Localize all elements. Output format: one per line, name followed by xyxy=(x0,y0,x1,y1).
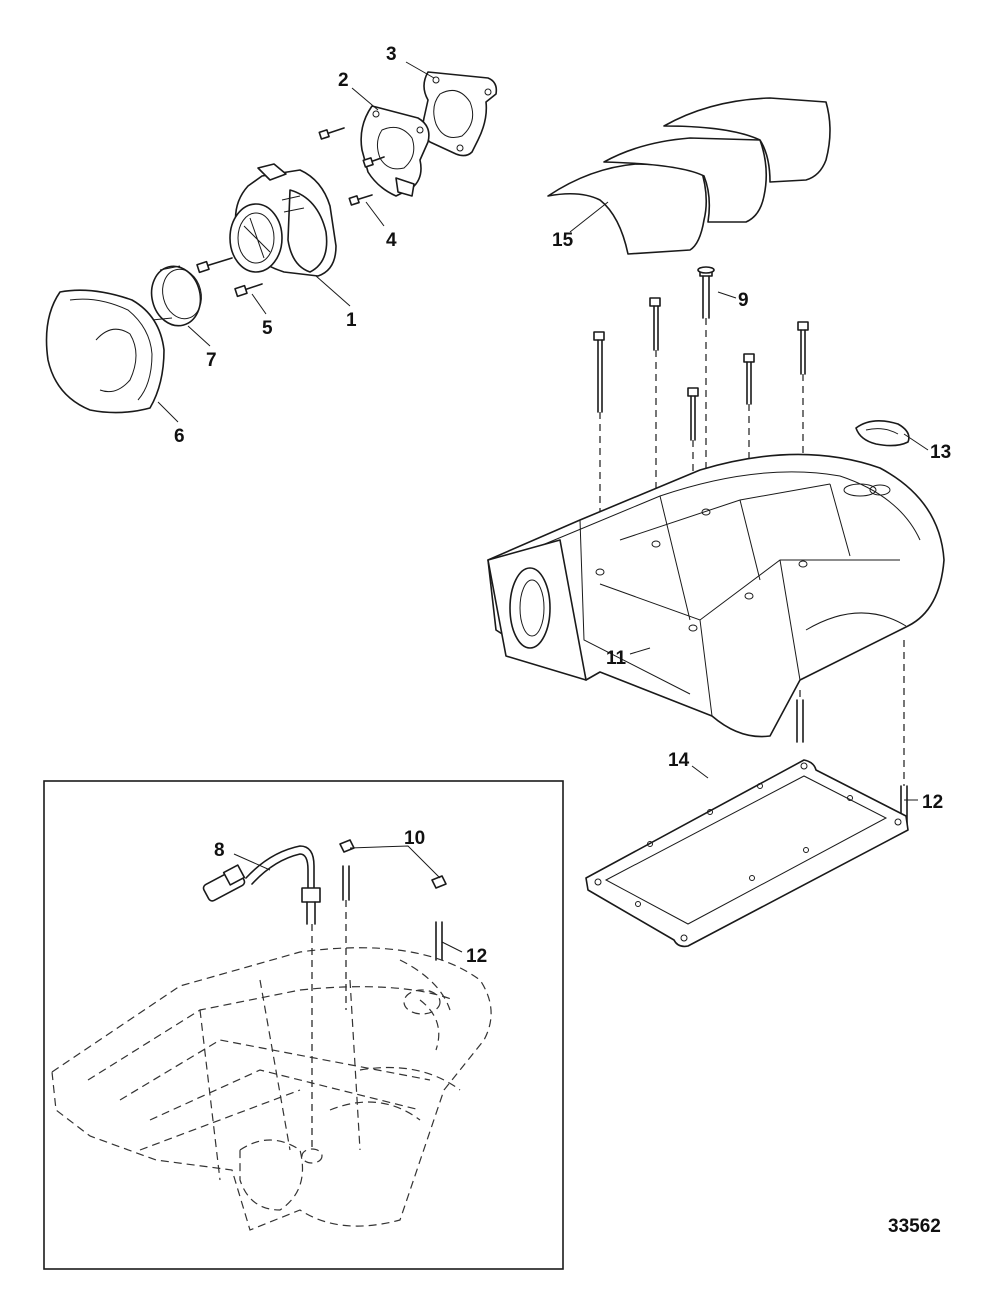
pads-part-15 xyxy=(547,97,831,255)
callout-10: 10 xyxy=(404,828,425,849)
flame-arrestor-part-6 xyxy=(45,289,165,414)
callout-3: 3 xyxy=(386,44,397,65)
callout-6: 6 xyxy=(174,426,185,447)
gasket-part-3 xyxy=(422,71,498,157)
base-gasket-part-14 xyxy=(585,759,909,948)
callout-4: 4 xyxy=(386,230,397,251)
intake-plenum-part-11 xyxy=(487,453,945,738)
callout-2: 2 xyxy=(338,70,349,91)
sensor-part-8 xyxy=(202,845,321,925)
callout-1: 1 xyxy=(346,310,357,331)
callout-5: 5 xyxy=(262,318,273,339)
callout-11: 11 xyxy=(606,648,627,669)
ring-part-7 xyxy=(150,265,202,327)
clip-part-13 xyxy=(855,420,910,447)
callout-9: 9 xyxy=(738,290,749,311)
nuts-studs-part-10 xyxy=(339,839,447,961)
throttle-body-part-1 xyxy=(229,163,337,277)
callout-14: 14 xyxy=(668,750,690,771)
adapter-plate-part-2 xyxy=(360,105,430,197)
bolts-part-5 xyxy=(196,257,263,298)
callout-12-inset: 12 xyxy=(466,946,487,967)
callout-15: 15 xyxy=(552,230,574,251)
bolts-part-9 xyxy=(593,266,809,441)
inset-plenum-ghost xyxy=(51,900,492,1231)
screws-part-4 xyxy=(318,127,385,206)
callout-7: 7 xyxy=(206,350,217,371)
figure-number: 33562 xyxy=(888,1216,941,1237)
inset-frame xyxy=(43,780,564,1270)
callout-12-main: 12 xyxy=(922,792,943,813)
callout-13: 13 xyxy=(930,442,951,463)
leader-lines xyxy=(157,61,929,953)
callout-8: 8 xyxy=(214,840,225,861)
callout-labels: 3 2 4 1 5 7 6 15 9 13 11 12 14 8 10 12 xyxy=(174,44,951,967)
